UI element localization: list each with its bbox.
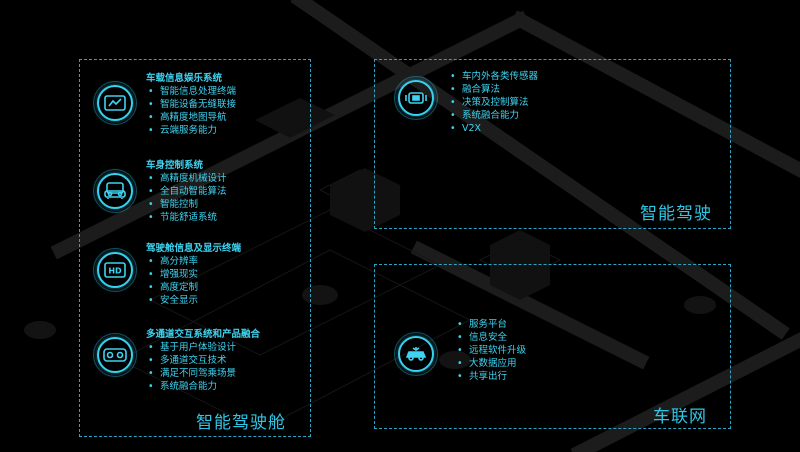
hd-display-title: 驾驶舱信息及显示终端 <box>146 243 242 254</box>
list-item: 大数据应用 <box>457 357 526 370</box>
body-control-icon <box>93 169 137 213</box>
list-item: 云端服务能力 <box>148 124 236 137</box>
list-item: 智能控制 <box>148 198 227 211</box>
list-item: 智能设备无缝联接 <box>148 98 236 111</box>
list-item: 高精度机械设计 <box>148 172 227 185</box>
list-item: 高分辨率 <box>148 255 198 268</box>
infotainment-list: 智能信息处理终端 智能设备无缝联接 高精度地图导航 云端服务能力 <box>148 85 236 137</box>
interaction-title: 多通道交互系统和产品融合 <box>146 329 261 340</box>
list-item: 高精度地图导航 <box>148 111 236 124</box>
list-item: 决策及控制算法 <box>450 96 538 109</box>
list-item: V2X <box>450 122 538 135</box>
driving-panel <box>374 59 731 229</box>
list-item: 智能信息处理终端 <box>148 85 236 98</box>
list-item: 高度定制 <box>148 281 198 294</box>
list-item: 信息安全 <box>457 331 526 344</box>
hd-display-list: 高分辨率 增强现实 高度定制 安全显示 <box>148 255 198 307</box>
interaction-icon <box>93 333 137 377</box>
iov-panel <box>374 264 731 429</box>
list-item: 共享出行 <box>457 370 526 383</box>
list-item: 远程软件升级 <box>457 344 526 357</box>
body-control-title: 车身控制系统 <box>146 160 204 171</box>
list-item: 基于用户体验设计 <box>148 341 236 354</box>
list-item: 安全显示 <box>148 294 198 307</box>
list-item: 车内外各类传感器 <box>450 70 538 83</box>
infotainment-icon <box>93 81 137 125</box>
connected-car-icon <box>394 332 438 376</box>
list-item: 多通道交互技术 <box>148 354 236 367</box>
driving-panel-title: 智能驾驶 <box>640 204 712 224</box>
list-item: 服务平台 <box>457 318 526 331</box>
interaction-list: 基于用户体验设计 多通道交互技术 满足不同驾乘场景 系统融合能力 <box>148 341 236 393</box>
iov-panel-title: 车联网 <box>653 407 707 427</box>
hd-display-icon: HD <box>93 248 137 292</box>
list-item: 增强现实 <box>148 268 198 281</box>
body-control-list: 高精度机械设计 全自动智能算法 智能控制 节能舒适系统 <box>148 172 227 224</box>
cockpit-panel <box>79 59 311 437</box>
hd-glyph: HD <box>108 267 122 276</box>
list-item: 融合算法 <box>450 83 538 96</box>
list-item: 节能舒适系统 <box>148 211 227 224</box>
list-item: 系统融合能力 <box>450 109 538 122</box>
driving-list: 车内外各类传感器 融合算法 决策及控制算法 系统融合能力 V2X <box>450 70 538 135</box>
sensor-car-icon <box>394 76 438 120</box>
list-item: 满足不同驾乘场景 <box>148 367 236 380</box>
list-item: 系统融合能力 <box>148 380 236 393</box>
list-item: 全自动智能算法 <box>148 185 227 198</box>
iov-list: 服务平台 信息安全 远程软件升级 大数据应用 共享出行 <box>457 318 526 383</box>
cockpit-panel-title: 智能驾驶舱 <box>196 413 286 433</box>
infotainment-title: 车载信息娱乐系统 <box>146 73 223 84</box>
